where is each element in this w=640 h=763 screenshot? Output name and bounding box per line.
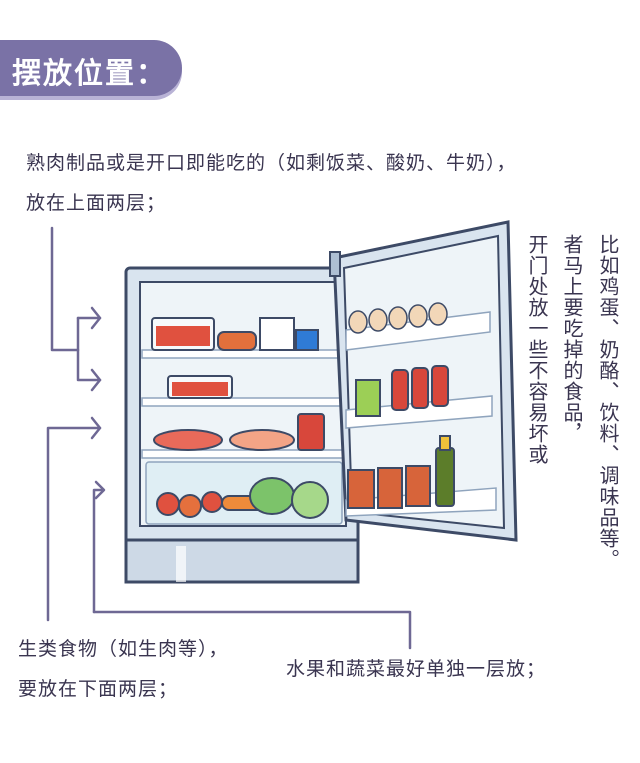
top-shelves-text-line2: 放在上面两层；	[26, 192, 167, 214]
top-arrows	[50, 226, 102, 392]
veg-text: 水果和蔬菜最好单独一层放；	[286, 658, 547, 680]
door-text-col-left: 开门处放一些不容易坏或	[525, 234, 549, 465]
raw-food-text-line1: 生类食物（如生肉等），	[18, 638, 229, 660]
raw-food-text-line2: 要放在下面两层；	[18, 678, 179, 700]
top-shelves-text-line1: 熟肉制品或是开口即能吃的（如剩饭菜、酸奶、牛奶），	[26, 152, 517, 174]
door-eggs	[348, 302, 448, 334]
veg-drawer-food	[156, 477, 329, 519]
door-text-col-right: 比如鸡蛋、奶酪、饮料、调味品等。	[596, 234, 620, 570]
door-drinks	[355, 365, 449, 417]
door-condiments	[347, 435, 455, 509]
second-shelf-food	[167, 375, 233, 399]
raw-meat-shelf	[153, 413, 325, 451]
bottom-arrows	[46, 416, 412, 650]
page-title: 摆放位置：	[12, 56, 168, 90]
top-shelf-food	[151, 317, 319, 351]
door-text-col-mid: 者马上要吃掉的食品，	[560, 234, 584, 444]
title-tab	[0, 40, 182, 96]
